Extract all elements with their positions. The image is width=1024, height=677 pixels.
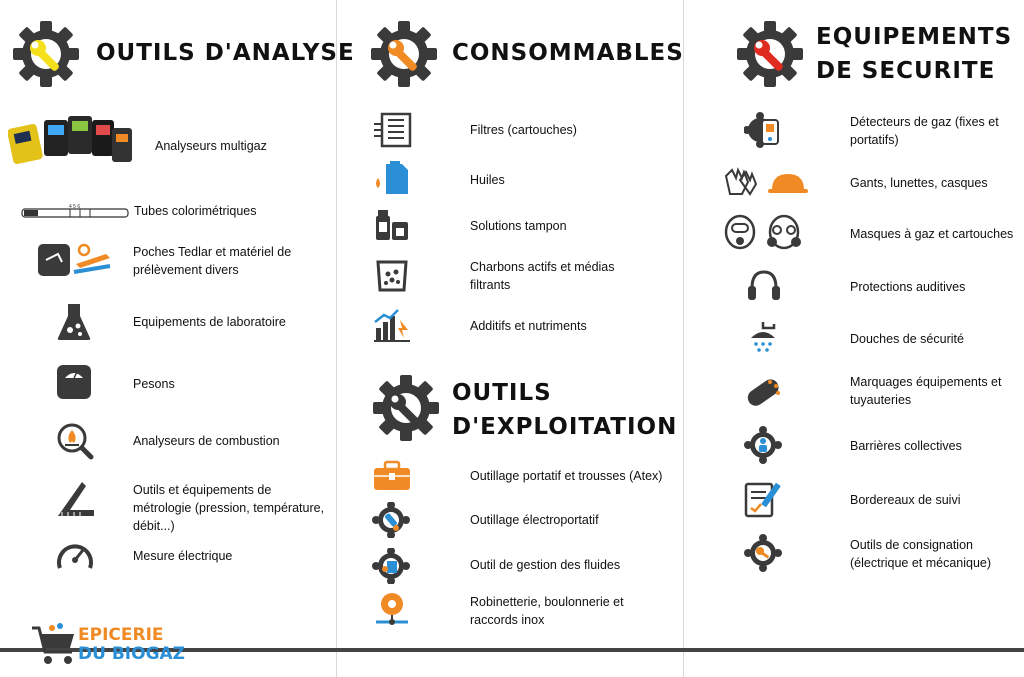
filter-icon (374, 112, 412, 148)
brand-logo-text[interactable]: EPICERIE DU BIOGAZ (78, 626, 185, 664)
item-label-robinetterie: Robinetterie, boulonnerie et raccords in… (470, 595, 624, 627)
footer-bar (0, 648, 1024, 652)
item-label-metrologie: Outils et équipements de métrologie (pre… (133, 483, 325, 533)
item-label-outillage-portatif: Outillage portatif et trousses (Atex) (470, 469, 663, 483)
collective-barrier-icon (744, 426, 782, 464)
fittings-icon (376, 593, 408, 625)
section-title-analyse: OUTILS D'ANALYSE (96, 40, 355, 66)
item-label-douches-securite: Douches de sécurité (850, 332, 964, 346)
multigas-analyzer-icon (8, 116, 132, 164)
tracking-form-icon (744, 482, 781, 518)
oil-can-icon (376, 161, 408, 194)
pipe-marking-icon (747, 379, 780, 406)
item-label-poches-tedlar: Poches Tedlar et matériel de prélèvement… (133, 245, 292, 277)
fluid-management-icon (372, 548, 410, 584)
item-label-charbons-actifs: Charbons actifs et médias filtrants (470, 260, 615, 292)
scale-icon (57, 365, 91, 399)
column-divider (683, 0, 684, 677)
item-label-filtres: Filtres (cartouches) (470, 123, 577, 137)
gas-mask-icon (724, 214, 801, 250)
svg-text:4 5 6: 4 5 6 (69, 204, 80, 210)
item-label-gestion-fluides: Outil de gestion des fluides (470, 558, 621, 572)
tedlar-bag-icon (38, 243, 111, 276)
colorimetric-tube-icon: 4 5 6 (21, 204, 129, 218)
item-label-masques-gaz: Masques à gaz et cartouches (850, 227, 1014, 241)
brand-cart-logo[interactable] (30, 622, 78, 668)
section-title-exploitation-line1: OUTILS (452, 380, 552, 406)
brand-line2: DU BIOGAZ (78, 644, 186, 664)
column-divider (336, 0, 337, 677)
ear-protection-icon (748, 270, 780, 300)
lab-flask-icon (57, 304, 91, 340)
combustion-analyzer-icon (57, 423, 94, 460)
item-label-bordereaux-suivi: Bordereaux de suivi (850, 493, 961, 507)
item-label-analyseurs-combustion: Analyseurs de combustion (133, 434, 280, 448)
item-label-tubes-colorimetriques: Tubes colorimétriques (134, 204, 257, 218)
item-label-mesure-electrique: Mesure électrique (133, 549, 233, 563)
metrology-icon (58, 482, 94, 516)
section-title-securite-line1: EQUIPEMENTS (816, 24, 1013, 50)
safety-shower-icon (751, 322, 776, 352)
electric-gauge-icon (57, 544, 93, 569)
item-label-huiles: Huiles (470, 173, 505, 187)
gloves-helmet-icon (724, 167, 808, 196)
item-label-marquages: Marquages équipements et tuyauteries (850, 375, 1002, 407)
brand-line1: EPICERIE (78, 625, 164, 645)
item-label-additifs: Additifs et nutriments (470, 319, 587, 333)
item-label-gants-lunettes-casques: Gants, lunettes, casques (850, 176, 988, 190)
section-title-exploitation-line2: D'EXPLOITATION (452, 414, 678, 440)
item-label-barrieres-collectives: Barrières collectives (850, 439, 962, 453)
activated-carbon-icon (376, 260, 408, 292)
item-label-pesons: Pesons (133, 377, 175, 391)
item-label-protections-auditives: Protections auditives (850, 280, 966, 294)
item-label-equipements-laboratoire: Equipements de laboratoire (133, 315, 286, 329)
buffer-solution-icon (376, 210, 408, 240)
section-title-consommables: CONSOMMABLES (452, 40, 684, 66)
lockout-icon (744, 534, 782, 572)
item-label-outillage-electroportatif: Outillage électroportatif (470, 513, 599, 527)
toolbox-icon (374, 460, 410, 490)
item-label-solutions-tampon: Solutions tampon (470, 219, 567, 233)
gas-detector-icon (744, 112, 779, 148)
power-tool-gear-icon (372, 502, 410, 538)
exploitation-gear-icon (373, 375, 439, 441)
section-title-securite-line2: DE SECURITE (816, 58, 996, 84)
item-label-detecteurs-gaz: Détecteurs de gaz (fixes et portatifs) (850, 115, 999, 147)
item-label-analyseurs-multigaz: Analyseurs multigaz (155, 139, 267, 153)
additives-icon (374, 309, 410, 342)
safety-gear-icon (737, 21, 803, 87)
item-label-consignation: Outils de consignation (électrique et mé… (850, 538, 992, 570)
consumables-gear-icon (371, 21, 437, 87)
analysis-gear-icon (13, 21, 79, 87)
